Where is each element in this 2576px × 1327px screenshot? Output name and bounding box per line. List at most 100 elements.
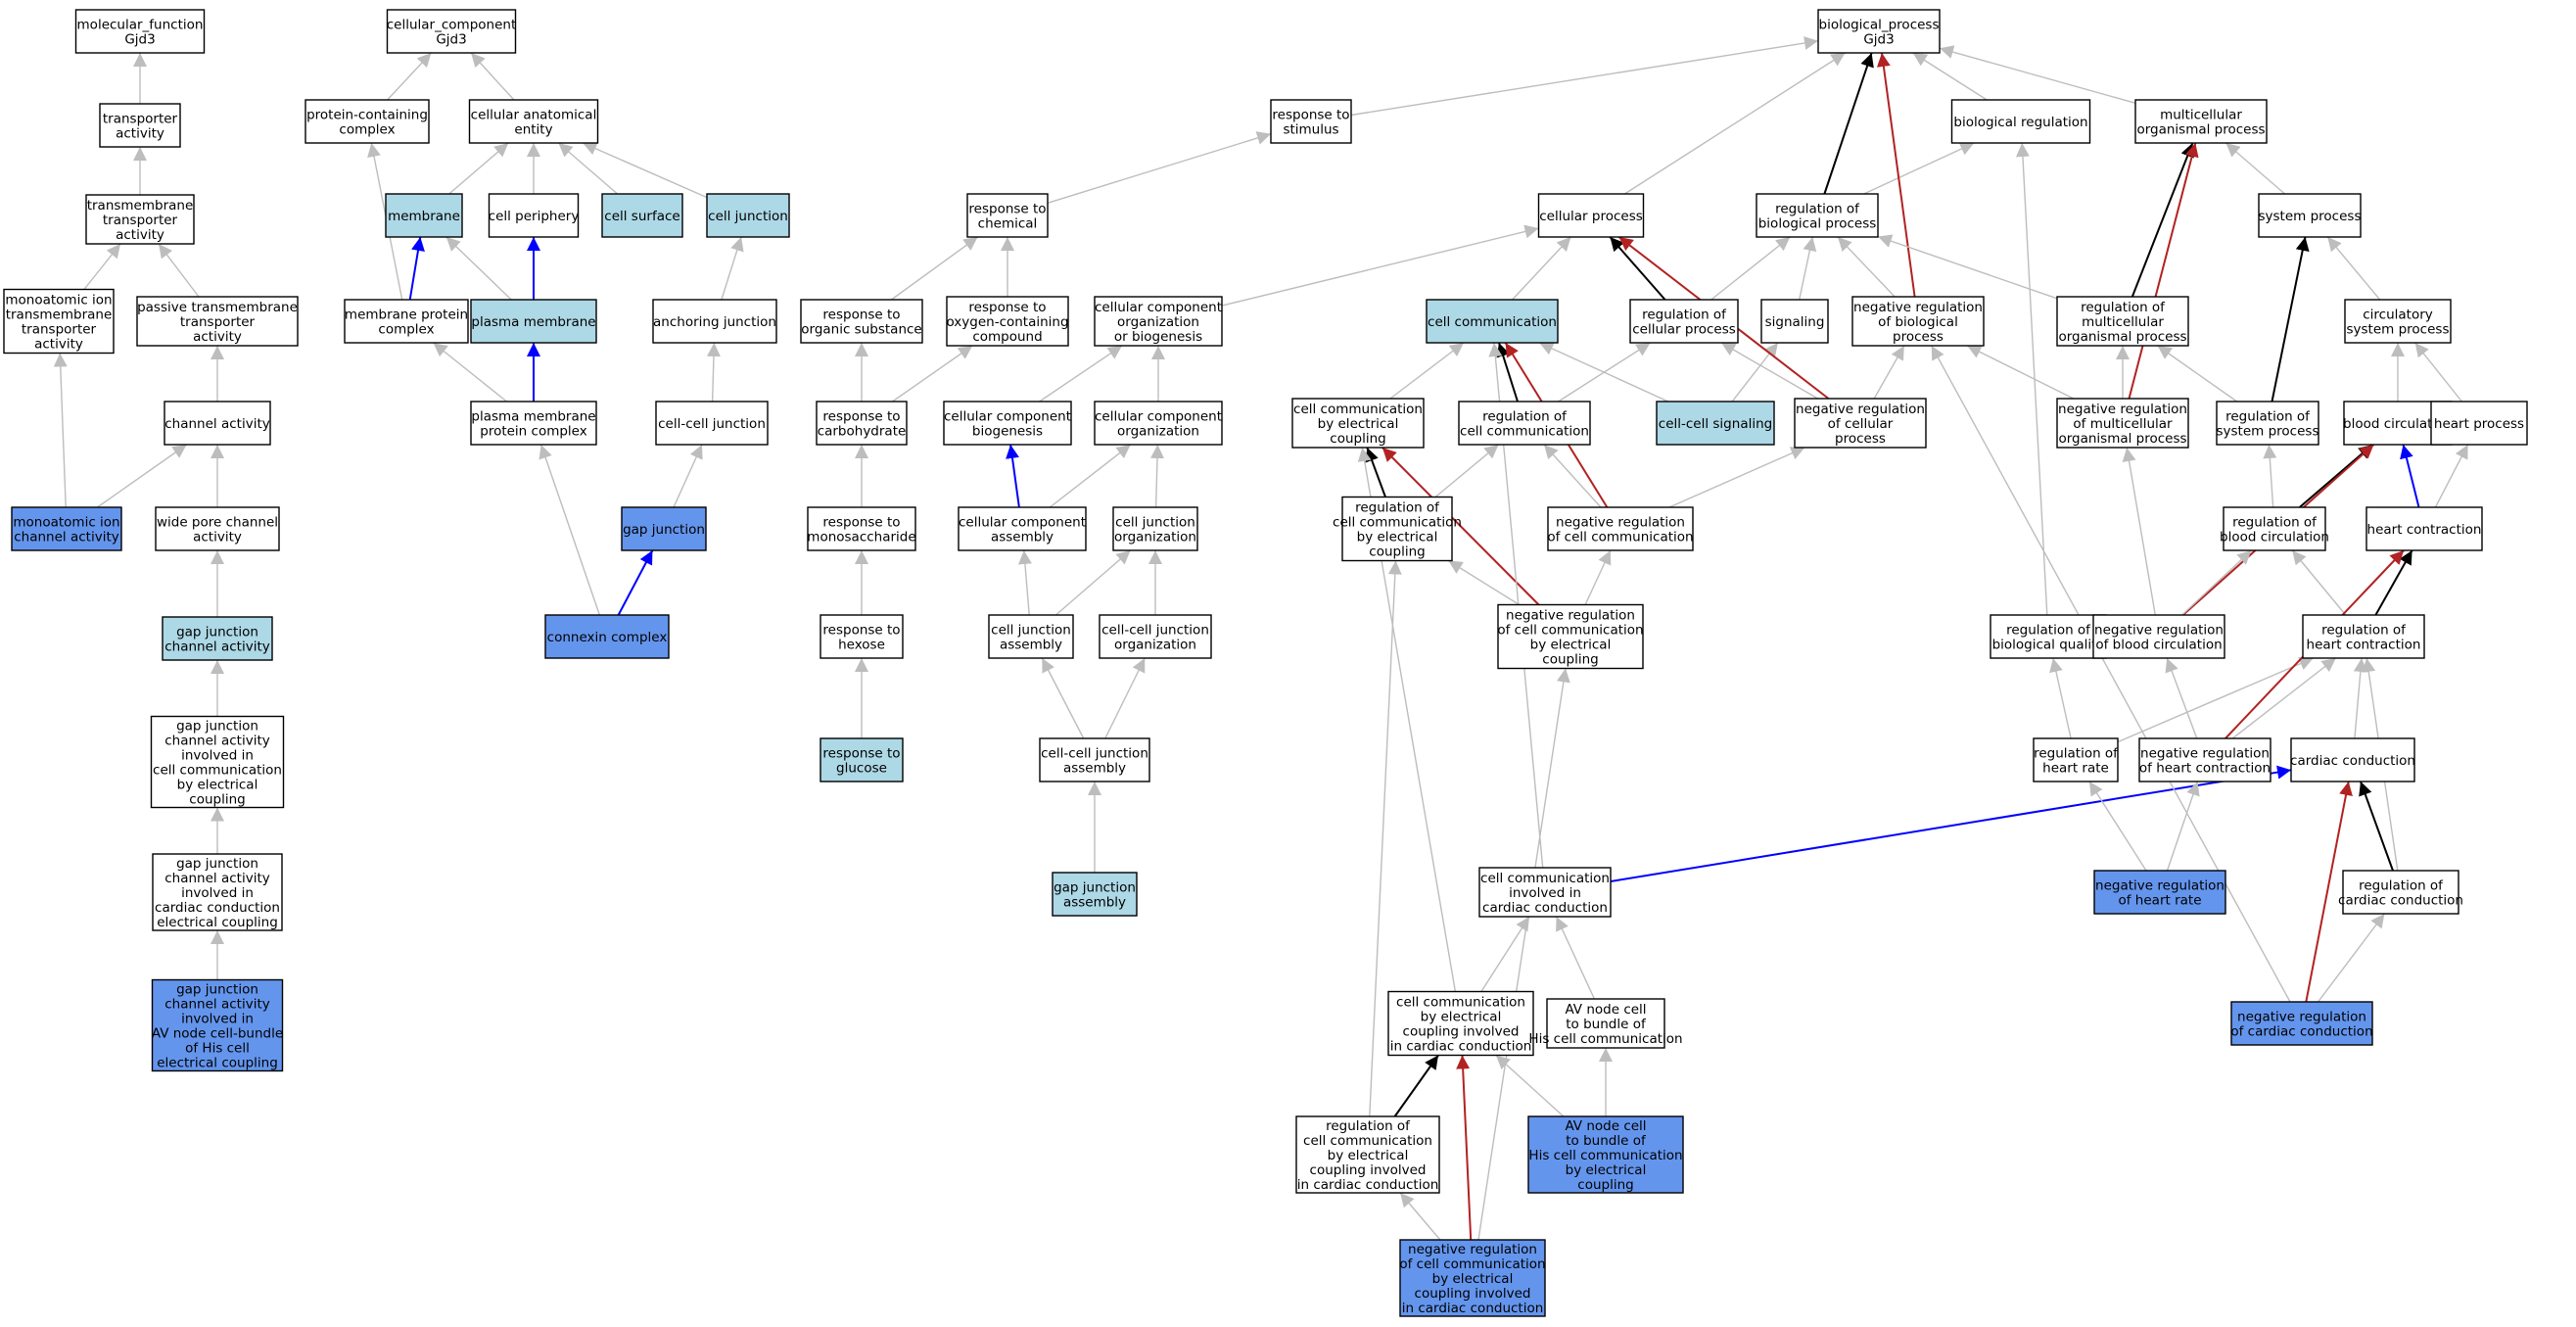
go-term-node-bioRegulation[interactable]: biological regulation [1950, 99, 2091, 144]
edge-is-a-circSystem-to-systemProcess [2326, 236, 2381, 301]
node-label-line: cellular process [1632, 322, 1736, 338]
go-term-node-gapJunction[interactable]: gap junction [621, 506, 707, 551]
edge-part-of-membraneProtComplex-to-membrane [408, 236, 425, 301]
go-term-node-membrane[interactable]: membrane [385, 193, 463, 238]
go-term-node-cellularProcess[interactable]: cellular process [1537, 193, 1645, 238]
go-term-node-cellComm[interactable]: cell communication [1426, 299, 1559, 344]
node-label-line: stimulus [1283, 122, 1338, 138]
go-term-node-heartProcess[interactable]: heart process [2430, 401, 2528, 446]
node-box [988, 614, 1074, 659]
node-label-line: of heart rate [2119, 893, 2202, 909]
edge-is-a-ccAssembly-to-ccOrganization [1049, 444, 1132, 508]
go-term-node-cardiacConduction[interactable]: cardiac conduction [2290, 737, 2415, 782]
node-label-line: of blood circulation [2095, 638, 2222, 653]
node-box [2056, 296, 2189, 347]
node-box [807, 506, 916, 551]
go-term-node-systemProcess[interactable]: system process [2258, 193, 2362, 238]
node-box [816, 401, 908, 446]
go-term-node-signaling[interactable]: signaling [1760, 299, 1829, 344]
go-term-node-cellCellJunction[interactable]: cell-cell junction [655, 401, 769, 446]
edge-part-of-connexinComplex-to-gapJunction [617, 549, 654, 616]
go-term-node-connexinComplex[interactable]: connexin complex [544, 614, 670, 659]
node-label-line: compound [972, 329, 1042, 345]
go-term-node-cellCellSignaling[interactable]: cell-cell signaling [1656, 401, 1775, 446]
node-box [2134, 99, 2268, 144]
go-term-node-heartContraction[interactable]: heart contraction [2365, 506, 2483, 551]
node-label-line: cell junction [991, 623, 1071, 639]
go-term-node-cellPeriphery[interactable]: cell periphery [489, 193, 580, 238]
go-term-node-plasmaMembrane[interactable]: plasma membrane [470, 299, 597, 344]
go-term-node-cellJunction[interactable]: cell junction [706, 193, 790, 238]
node-label-line: activity [116, 126, 164, 142]
go-term-node-ionTransporter[interactable]: monoatomic iontransmembranetransporterac… [3, 288, 115, 355]
edge-is-a-respOrganic-to-respChemical [890, 236, 979, 301]
node-box [1990, 614, 2107, 659]
go-term-node-anchoringJunction[interactable]: anchoring junction [652, 299, 777, 344]
go-term-node-channelAct[interactable]: channel activity [164, 401, 271, 446]
go-term-node-cellSurface[interactable]: cell surface [601, 193, 683, 238]
